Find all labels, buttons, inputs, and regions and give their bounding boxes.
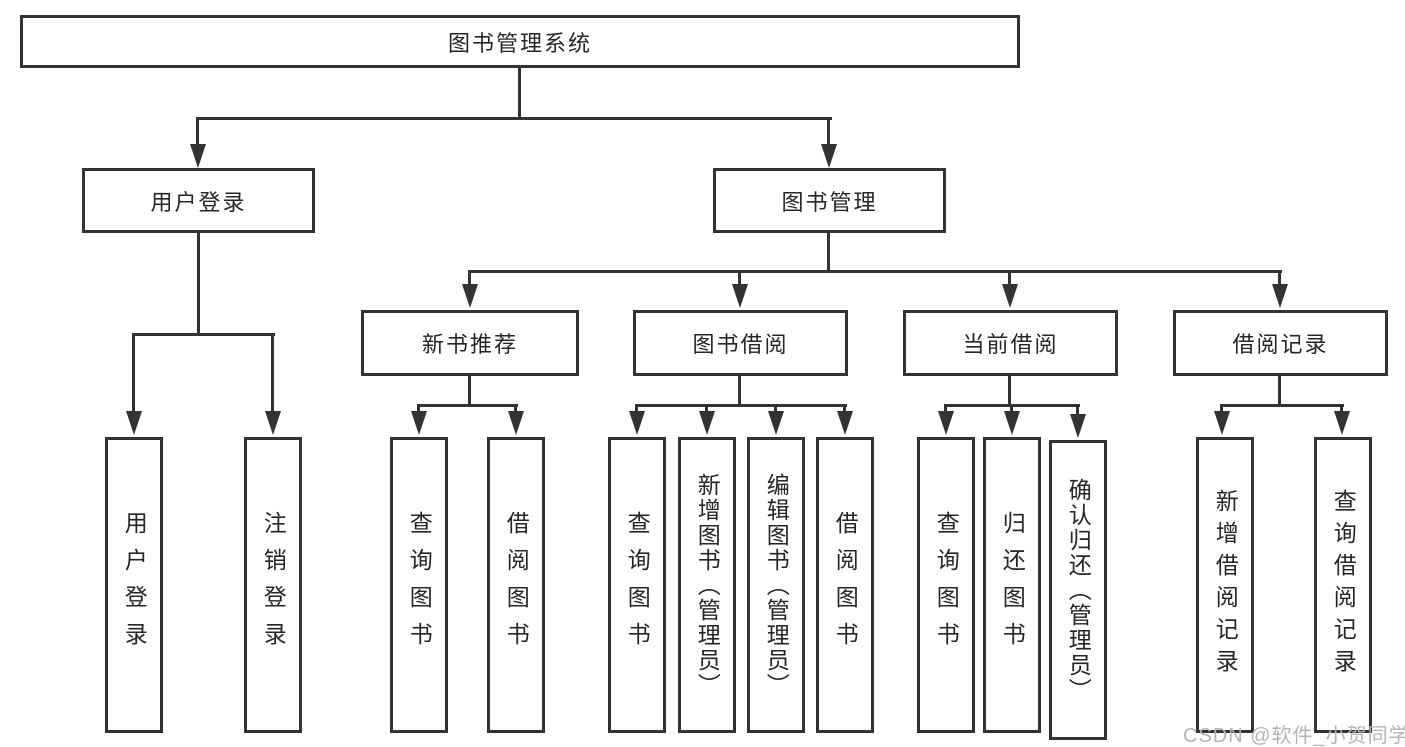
arrow-to-return-books	[1004, 404, 1020, 435]
edge-book-mgmt-trunk	[827, 233, 830, 273]
edge-new-book-rec-rail	[417, 404, 518, 407]
node-book-mgmt-label: 图书管理	[781, 189, 878, 215]
arrow-to-current-borrow	[1002, 270, 1018, 308]
arrow-to-leaf-user-login	[126, 333, 142, 435]
arrow-to-query-books-2	[629, 404, 645, 435]
edge-book-borrow-trunk	[738, 376, 741, 407]
leaf-edit-books-admin-label: 编辑图书（管理员）	[763, 472, 790, 698]
edge-root-trunk	[518, 68, 521, 119]
node-book-borrow-label: 图书借阅	[692, 332, 789, 357]
leaf-add-books-admin-label: 新增图书（管理员）	[694, 472, 721, 698]
arrow-down-icon	[938, 411, 954, 435]
leaf-borrow-books-newrec: 借阅图书	[487, 437, 545, 733]
node-current-borrow-label: 当前借阅	[962, 332, 1059, 357]
arrow-down-icon	[508, 411, 524, 435]
leaf-query-books-borrow-label: 查询图书	[624, 511, 651, 659]
leaf-query-books-borrow: 查询图书	[608, 437, 666, 733]
node-borrow-records: 借阅记录	[1173, 310, 1388, 376]
leaf-logout-label: 注销登录	[260, 511, 287, 659]
node-book-mgmt: 图书管理	[713, 168, 946, 233]
leaf-confirm-return-admin-label: 确认归还（管理员）	[1065, 477, 1092, 703]
node-user-login-label: 用户登录	[150, 189, 247, 215]
leaf-edit-books-admin: 编辑图书（管理员）	[747, 437, 805, 733]
node-user-login: 用户登录	[82, 168, 315, 233]
edge-new-book-rec-trunk	[468, 376, 471, 407]
leaf-user-login: 用户登录	[105, 437, 163, 733]
arrow-down-icon	[126, 411, 142, 435]
arrow-down-icon	[265, 411, 281, 435]
leaf-add-borrow-record-label: 新增借阅记录	[1212, 489, 1239, 681]
arrow-to-confirm-return	[1070, 404, 1086, 438]
arrow-to-add-books	[699, 404, 715, 435]
leaf-query-books-newrec: 查询图书	[390, 437, 448, 733]
leaf-query-borrow-record-label: 查询借阅记录	[1330, 489, 1357, 681]
arrow-to-borrow-books-2	[837, 404, 853, 435]
leaf-return-books: 归还图书	[983, 437, 1041, 733]
arrow-to-user-login	[190, 117, 206, 168]
arrow-down-icon	[411, 411, 427, 435]
edge-borrow-records-trunk	[1278, 376, 1281, 407]
leaf-query-books-newrec-label: 查询图书	[406, 511, 433, 659]
arrow-to-new-book-rec	[462, 270, 478, 308]
leaf-borrow-books-newrec-label: 借阅图书	[503, 511, 530, 659]
edge-book-borrow-rail	[635, 404, 847, 407]
arrow-to-query-borrow-record	[1334, 404, 1350, 435]
arrow-down-icon	[821, 144, 837, 168]
edge-user-login-rail	[133, 333, 275, 336]
arrow-down-icon	[732, 284, 748, 308]
leaf-query-books-current-label: 查询图书	[933, 511, 960, 659]
node-root-label: 图书管理系统	[447, 30, 592, 56]
leaf-user-login-label: 用户登录	[121, 511, 148, 659]
arrow-down-icon	[1002, 284, 1018, 308]
leaf-borrow-books-borrow-label: 借阅图书	[832, 511, 859, 659]
arrow-to-leaf-logout	[265, 333, 281, 435]
edge-book-mgmt-rail	[468, 270, 1282, 273]
arrow-down-icon	[1070, 414, 1086, 438]
leaf-return-books-label: 归还图书	[999, 511, 1026, 659]
arrow-down-icon	[768, 411, 784, 435]
arrow-down-icon	[699, 411, 715, 435]
arrow-down-icon	[837, 411, 853, 435]
arrow-down-icon	[1272, 284, 1288, 308]
arrow-down-icon	[1004, 411, 1020, 435]
arrow-down-icon	[629, 411, 645, 435]
leaf-confirm-return-admin: 确认归还（管理员）	[1049, 440, 1107, 740]
arrow-down-icon	[1334, 411, 1350, 435]
leaf-logout: 注销登录	[244, 437, 302, 733]
edge-root-rail	[198, 117, 832, 120]
leaf-query-borrow-record: 查询借阅记录	[1314, 437, 1372, 733]
arrow-down-icon	[190, 144, 206, 168]
node-borrow-records-label: 借阅记录	[1232, 332, 1329, 357]
leaf-add-books-admin: 新增图书（管理员）	[678, 437, 736, 733]
node-new-book-rec: 新书推荐	[361, 310, 579, 376]
edge-borrow-records-rail	[1220, 404, 1344, 407]
arrow-to-borrow-records	[1272, 270, 1288, 308]
arrow-to-edit-books	[768, 404, 784, 435]
arrow-to-book-mgmt	[821, 117, 837, 168]
node-root: 图书管理系统	[20, 15, 1020, 68]
leaf-add-borrow-record: 新增借阅记录	[1196, 437, 1254, 733]
arrow-to-borrow-books-1	[508, 404, 524, 435]
arrow-down-icon	[1214, 411, 1230, 435]
arrow-to-add-borrow-record	[1214, 404, 1230, 435]
arrow-to-query-books-1	[411, 404, 427, 435]
node-book-borrow: 图书借阅	[633, 310, 848, 376]
watermark: CSDN @软件_小贺同学	[1183, 725, 1405, 747]
arrow-down-icon	[462, 284, 478, 308]
leaf-borrow-books-borrow: 借阅图书	[816, 437, 874, 733]
edge-user-login-trunk	[197, 233, 200, 336]
arrow-to-query-books-3	[938, 404, 954, 435]
leaf-query-books-current: 查询图书	[917, 437, 975, 733]
node-new-book-rec-label: 新书推荐	[421, 332, 518, 357]
arrow-to-book-borrow	[732, 270, 748, 308]
node-current-borrow: 当前借阅	[903, 310, 1118, 376]
edge-current-borrow-trunk	[1008, 376, 1011, 407]
